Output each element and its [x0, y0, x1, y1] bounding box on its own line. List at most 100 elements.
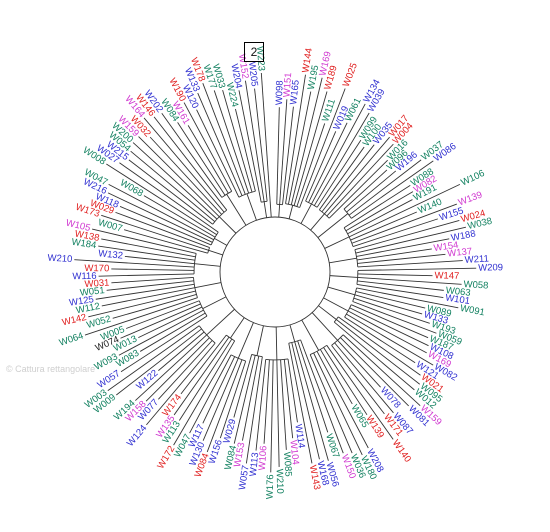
leaf-branch — [115, 211, 210, 248]
leaf-label: W211 — [464, 253, 489, 265]
leaf-branch — [197, 92, 243, 196]
root-arc — [219, 216, 331, 328]
internal-branch — [237, 322, 254, 359]
leaf-branch — [120, 303, 201, 339]
leaf-branch — [346, 313, 434, 366]
leaf-branch — [245, 356, 263, 464]
leaf-branch — [132, 142, 218, 220]
internal-branch — [218, 216, 237, 234]
leaf-branch — [326, 143, 394, 217]
leaf-branch — [351, 203, 457, 244]
leaf-branch — [338, 316, 421, 376]
leaf-branch — [145, 337, 210, 402]
leaf-branch — [173, 340, 236, 446]
leaf-label: W204 — [228, 63, 244, 89]
leaf-label: W112 — [75, 301, 101, 316]
leaf-branch — [356, 287, 459, 309]
leaf-branch — [282, 106, 294, 205]
leaf-branch — [139, 312, 206, 352]
leaf-branch — [128, 159, 213, 225]
leaf-branch — [343, 184, 411, 229]
leaf-branch — [98, 245, 195, 261]
leaf-branch — [347, 199, 413, 235]
leaf-branch — [189, 354, 232, 434]
leaf-branch — [119, 162, 219, 233]
leaf-branch — [353, 297, 430, 324]
leaf-label: W058 — [463, 279, 489, 292]
leaf-branch — [187, 125, 229, 194]
leaf-branch — [355, 226, 467, 254]
leaf-branch — [112, 293, 197, 319]
leaf-branch — [337, 340, 381, 388]
leaf-label: W209 — [478, 262, 503, 273]
leaf-branch — [180, 334, 227, 395]
internal-branch — [230, 317, 245, 339]
leaf-branch — [161, 113, 223, 198]
leaf-branch — [356, 284, 444, 299]
leaf-branch — [143, 195, 216, 238]
leaf-branch — [349, 307, 429, 347]
leaf-label: W132 — [98, 248, 124, 262]
leaf-label: W064 — [58, 330, 85, 348]
leaf-label: W151 — [282, 72, 295, 98]
leaf-branch — [101, 214, 209, 251]
leaf-branch — [95, 283, 195, 300]
leaf-branch — [138, 136, 220, 218]
leaf-branch — [213, 90, 250, 194]
leaf-branch — [120, 315, 208, 373]
leaf-branch — [316, 139, 362, 208]
leaf-label: W143 — [307, 464, 323, 490]
leaf-label: W007 — [97, 217, 124, 234]
leaf-branch — [343, 169, 388, 210]
leaf-branch — [276, 107, 280, 205]
leaf-branch — [352, 301, 437, 334]
internal-branch — [256, 325, 264, 356]
leaf-label: W172 — [155, 444, 177, 471]
internal-branch — [208, 249, 223, 256]
internal-arc — [319, 209, 330, 219]
leaf-branch — [244, 80, 265, 202]
leaf-branch — [153, 116, 228, 211]
leaf-branch — [255, 359, 267, 451]
internal-branch — [202, 296, 227, 310]
leaf-branch — [331, 345, 385, 415]
leaf-label: W210 — [47, 253, 72, 265]
leaf-label: W057 — [237, 465, 252, 491]
leaf-branch — [242, 355, 260, 441]
leaf-branch — [300, 339, 344, 454]
leaf-label: W138 — [74, 228, 100, 243]
leaf-label: W113 — [248, 452, 261, 477]
leaf-branch — [344, 316, 416, 364]
leaf-branch — [336, 319, 421, 385]
leaf-branch — [290, 77, 323, 205]
leaf-branch — [206, 359, 243, 453]
leaf-branch — [347, 310, 427, 354]
internal-branch — [317, 213, 349, 238]
leaf-label: W063 — [445, 285, 471, 299]
leaf-label: W165 — [288, 79, 302, 105]
leaf-branch — [280, 359, 287, 450]
leaf-branch — [101, 238, 196, 258]
leaf-branch — [254, 88, 268, 202]
leaf-branch — [177, 122, 226, 196]
leaf-label: W106 — [257, 445, 270, 470]
leaf-branch — [357, 277, 462, 285]
internal-arc — [331, 334, 344, 346]
leaf-label: W116 — [72, 271, 96, 283]
leaf-branch — [321, 144, 375, 213]
leaf-branch — [196, 109, 240, 198]
leaf-branch — [107, 325, 200, 391]
leaf-branch — [149, 136, 223, 215]
leaf-branch — [297, 340, 329, 433]
leaf-branch — [125, 300, 200, 329]
internal-branch — [194, 263, 221, 267]
leaf-branch — [233, 354, 253, 418]
leaf-label: W067 — [323, 432, 341, 459]
leaf-branch — [111, 268, 195, 271]
leaf-branch — [234, 108, 256, 192]
internal-branch — [268, 189, 272, 218]
leaf-branch — [92, 228, 197, 254]
leaf-label: W140 — [390, 438, 413, 465]
leaf-label: W101 — [444, 292, 470, 307]
internal-branch — [301, 319, 320, 351]
